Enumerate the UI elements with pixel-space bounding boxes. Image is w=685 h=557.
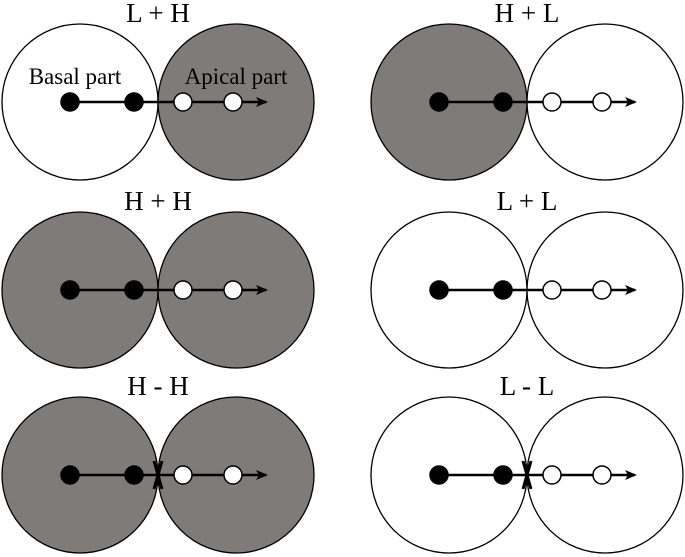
basal-dot	[60, 280, 80, 300]
panel-title: L + H	[126, 0, 190, 28]
apical-dot	[223, 280, 243, 300]
apical-dot	[223, 92, 243, 112]
basal-dot	[124, 465, 144, 485]
junction-break-mark	[521, 460, 533, 490]
apical-dot	[173, 92, 193, 112]
panel-title: H + L	[495, 0, 560, 28]
apical-part-label: Apical part	[185, 64, 288, 89]
panel-title: H + H	[124, 186, 192, 216]
panel-title: H - H	[127, 371, 189, 401]
junction-break-mark	[152, 460, 164, 490]
basal-dot	[493, 465, 513, 485]
basal-dot	[124, 280, 144, 300]
panel: L - L	[370, 371, 684, 554]
panel: H + H	[1, 186, 315, 369]
panel-title: L - L	[500, 371, 554, 401]
apical-dot	[542, 280, 562, 300]
panel: L + H Basal part Apical part	[1, 0, 315, 181]
panel: L + L	[370, 186, 684, 369]
basal-dot	[493, 280, 513, 300]
apical-dot	[173, 465, 193, 485]
basal-dot	[429, 280, 449, 300]
apical-dot	[592, 465, 612, 485]
basal-dot	[60, 92, 80, 112]
apical-dot	[542, 465, 562, 485]
panel-title: L + L	[497, 186, 558, 216]
apical-dot	[223, 465, 243, 485]
apical-dot	[592, 92, 612, 112]
apical-dot	[542, 92, 562, 112]
basal-dot	[493, 92, 513, 112]
basal-dot	[60, 465, 80, 485]
basal-dot	[429, 92, 449, 112]
panel: H - H	[1, 371, 315, 554]
basal-dot	[429, 465, 449, 485]
apical-dot	[173, 280, 193, 300]
basal-dot	[124, 92, 144, 112]
basal-part-label: Basal part	[29, 64, 122, 89]
panel: H + L	[370, 0, 684, 181]
apical-dot	[592, 280, 612, 300]
